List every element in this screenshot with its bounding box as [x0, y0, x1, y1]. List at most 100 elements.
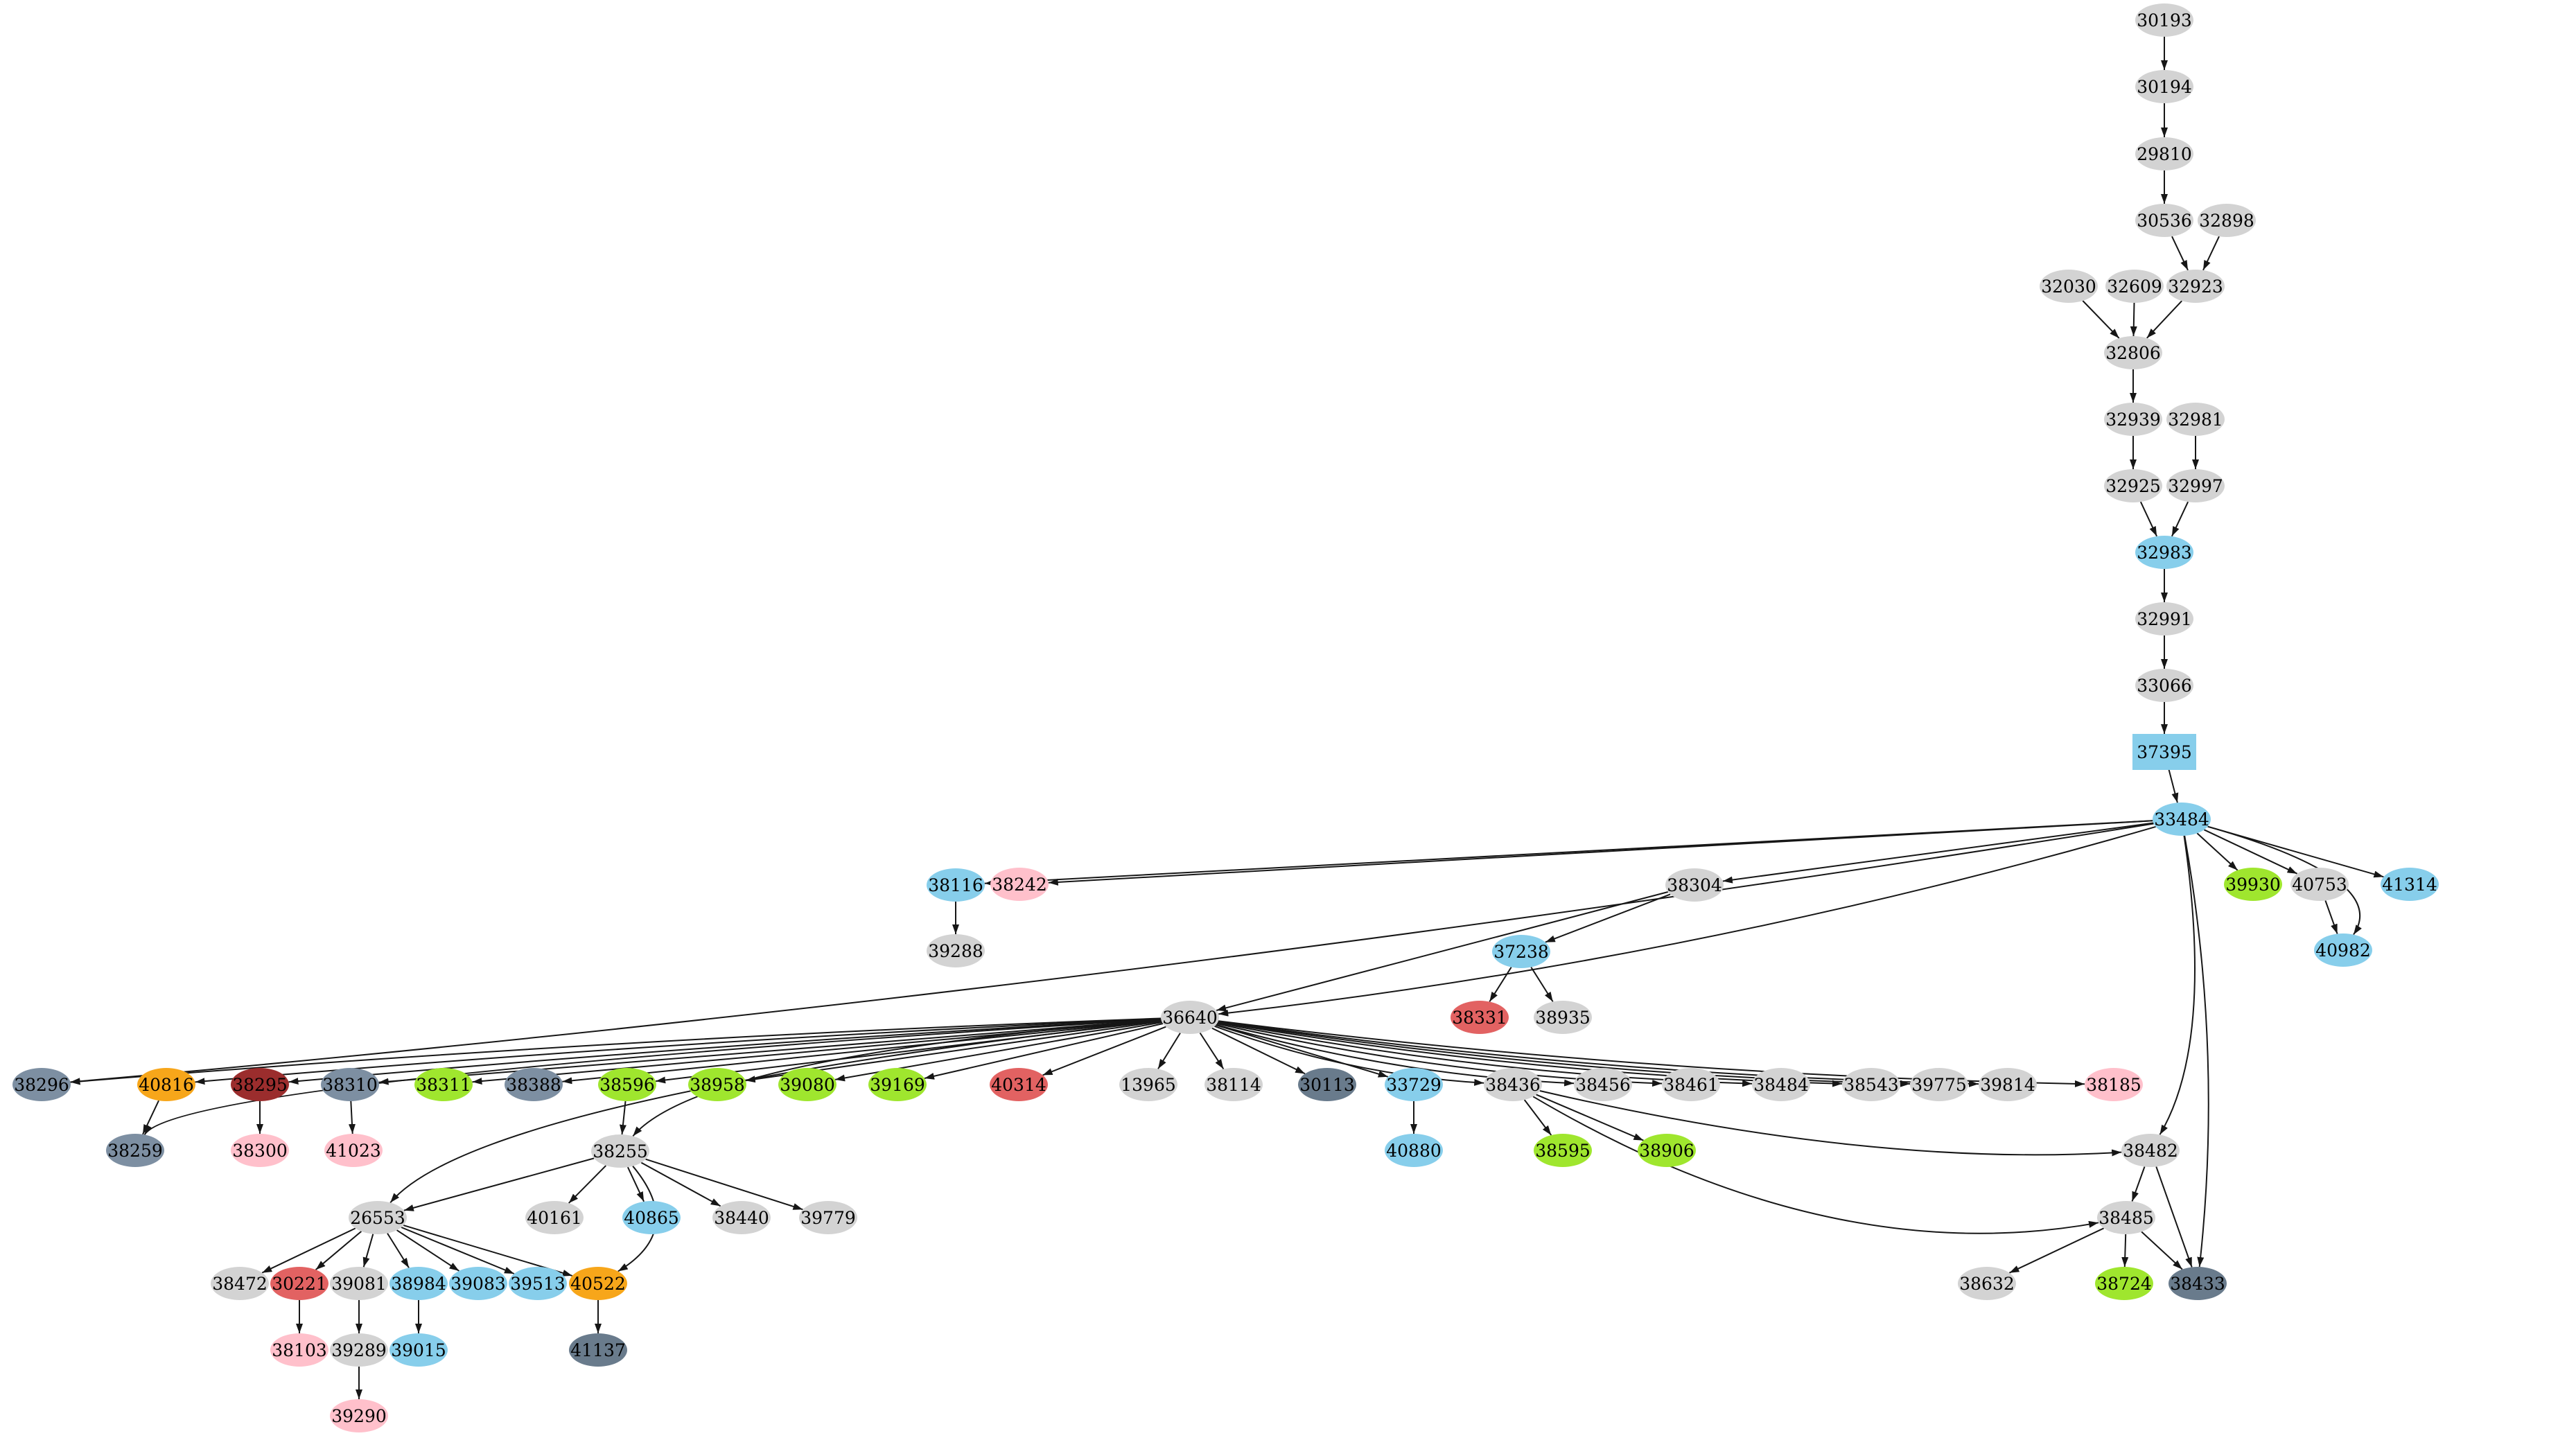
node-41314[interactable] — [2381, 868, 2439, 901]
node-40816[interactable] — [137, 1068, 195, 1101]
node-38935[interactable] — [1534, 1001, 1592, 1034]
edge-38436-38906 — [1536, 1094, 1644, 1141]
node-38300[interactable] — [231, 1134, 289, 1167]
node-38482[interactable] — [2121, 1134, 2180, 1167]
node-38114[interactable] — [1204, 1068, 1263, 1101]
node-32030[interactable] — [2040, 270, 2098, 303]
edge-26553-38472 — [261, 1227, 356, 1274]
node-38259[interactable] — [106, 1134, 164, 1167]
node-37238[interactable] — [1492, 935, 1550, 968]
node-38304[interactable] — [1665, 868, 1724, 902]
node-40522[interactable] — [569, 1267, 627, 1300]
node-38116[interactable] — [927, 868, 985, 902]
node-30221[interactable] — [270, 1267, 328, 1300]
node-38472[interactable] — [211, 1267, 269, 1300]
node-38958[interactable] — [688, 1068, 746, 1101]
node-32991[interactable] — [2135, 602, 2193, 635]
node-30536[interactable] — [2135, 204, 2193, 237]
node-38388[interactable] — [505, 1068, 563, 1101]
node-13965[interactable] — [1119, 1068, 1177, 1101]
node-39289[interactable] — [330, 1333, 388, 1367]
edge-36640-38543 — [1218, 1021, 1843, 1087]
node-39083[interactable] — [449, 1267, 507, 1300]
node-32939[interactable] — [2104, 403, 2162, 436]
node-38185[interactable] — [2085, 1068, 2143, 1101]
node-41137[interactable] — [569, 1333, 627, 1367]
node-38311[interactable] — [414, 1068, 473, 1101]
node-32609[interactable] — [2105, 270, 2164, 303]
edge-36640-38255 — [632, 1019, 1162, 1137]
node-32806[interactable] — [2104, 336, 2162, 369]
node-38433[interactable] — [2168, 1267, 2227, 1300]
edge-36640-38259 — [143, 1018, 1162, 1135]
node-39814[interactable] — [1979, 1068, 2037, 1101]
node-38632[interactable] — [1958, 1267, 2016, 1300]
node-33066[interactable] — [2135, 669, 2193, 702]
node-32925[interactable] — [2104, 469, 2162, 502]
node-38461[interactable] — [1662, 1068, 1720, 1101]
node-36640[interactable] — [1161, 1001, 1219, 1034]
node-39930[interactable] — [2224, 868, 2282, 901]
node-39779[interactable] — [799, 1201, 857, 1234]
node-40880[interactable] — [1385, 1134, 1443, 1167]
node-39015[interactable] — [389, 1333, 448, 1367]
node-30113[interactable] — [1298, 1068, 1356, 1101]
node-41023[interactable] — [324, 1134, 383, 1167]
edge-36640-38295 — [288, 1018, 1162, 1085]
edge-32898-32923 — [2202, 236, 2220, 271]
node-39080[interactable] — [778, 1068, 836, 1101]
node-32898[interactable] — [2198, 204, 2256, 237]
node-38103[interactable] — [270, 1333, 328, 1367]
node-38485[interactable] — [2097, 1201, 2155, 1234]
node-37395[interactable] — [2132, 734, 2196, 770]
node-38484[interactable] — [1752, 1068, 1810, 1101]
node-39169[interactable] — [868, 1068, 927, 1101]
node-40865[interactable] — [622, 1201, 681, 1234]
node-38310[interactable] — [321, 1068, 379, 1101]
edge-36640-13965 — [1157, 1033, 1181, 1069]
node-39081[interactable] — [330, 1267, 388, 1300]
node-39288[interactable] — [927, 934, 985, 967]
node-38596[interactable] — [598, 1068, 656, 1101]
node-30194[interactable] — [2135, 70, 2193, 103]
node-40314[interactable] — [990, 1068, 1048, 1101]
edge-37238-38935 — [1530, 967, 1554, 1002]
node-38436[interactable] — [1484, 1068, 1542, 1101]
node-33484[interactable] — [2153, 803, 2211, 836]
node-32923[interactable] — [2166, 270, 2225, 303]
node-40753[interactable] — [2290, 868, 2349, 901]
node-38331[interactable] — [1451, 1001, 1509, 1034]
node-38295[interactable] — [231, 1068, 289, 1101]
node-38296[interactable] — [12, 1068, 71, 1101]
node-38255[interactable] — [591, 1134, 649, 1168]
edge-32923-32806 — [2146, 300, 2182, 339]
node-29810[interactable] — [2135, 137, 2193, 170]
node-39775[interactable] — [1910, 1068, 1968, 1101]
node-38595[interactable] — [1534, 1134, 1592, 1167]
node-38543[interactable] — [1842, 1068, 1900, 1101]
node-32983[interactable] — [2135, 536, 2193, 569]
node-38440[interactable] — [712, 1201, 771, 1234]
node-39513[interactable] — [509, 1267, 567, 1300]
node-26553[interactable] — [349, 1201, 407, 1234]
node-38906[interactable] — [1638, 1134, 1696, 1167]
node-38984[interactable] — [389, 1267, 448, 1300]
node-38456[interactable] — [1574, 1068, 1632, 1101]
node-39290[interactable] — [330, 1399, 388, 1432]
node-38724[interactable] — [2095, 1267, 2153, 1300]
edge-32997-32983 — [2171, 501, 2189, 537]
edge-33484-38433 — [2184, 835, 2209, 1268]
edge-38482-38433 — [2155, 1166, 2193, 1268]
node-33729[interactable] — [1385, 1068, 1443, 1101]
node-38242[interactable] — [990, 868, 1049, 901]
edge-37238-38331 — [1489, 967, 1512, 1002]
node-32997[interactable] — [2166, 469, 2225, 502]
node-30193[interactable] — [2135, 3, 2193, 37]
edge-38304-37238 — [1545, 893, 1671, 943]
node-32981[interactable] — [2166, 403, 2225, 436]
edge-36640-30113 — [1211, 1027, 1306, 1075]
node-40982[interactable] — [2314, 933, 2372, 967]
node-40161[interactable] — [525, 1201, 584, 1234]
